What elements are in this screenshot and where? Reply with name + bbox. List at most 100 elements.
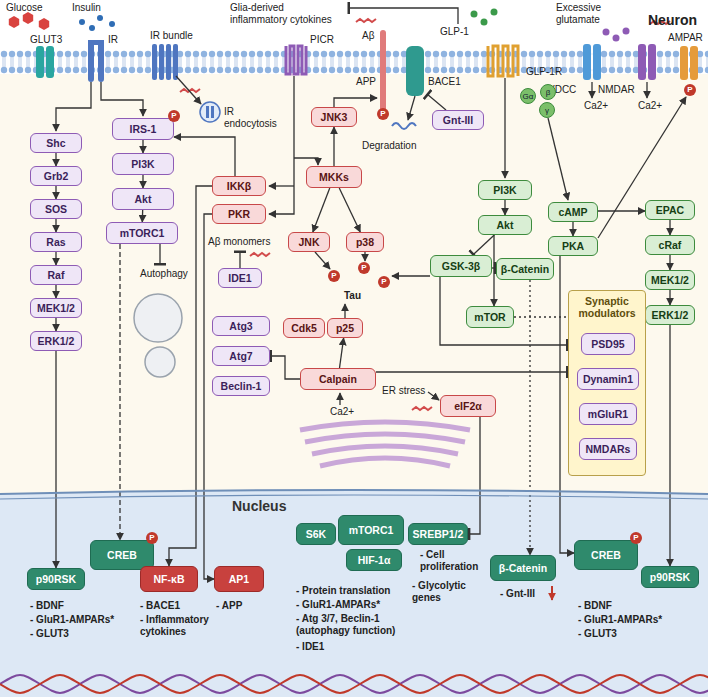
activation-connector — [119, 244, 120, 540]
signal-lines-part — [348, 8, 458, 24]
cell-membrane — [0, 50, 708, 74]
activation-connector — [333, 127, 334, 166]
activation-connector — [142, 210, 144, 222]
membrane-receptors-part — [159, 44, 164, 80]
node-text: Gnt-III — [443, 114, 473, 126]
pathway-protein-box: Gnt-III — [432, 110, 484, 130]
amyloid-fibrils-part — [250, 253, 270, 256]
activation-connector — [55, 186, 56, 199]
glp1-pathway-box: PKA — [548, 236, 598, 256]
activation-connector — [339, 188, 360, 232]
stress-kinase-box: MKKs — [306, 166, 362, 188]
gene-target-text: - Inflammatory cytokines — [140, 614, 212, 638]
organelles-part — [134, 294, 182, 342]
glp1-pathway-box: Akt — [478, 215, 532, 235]
cell-ground-part — [0, 0, 708, 50]
signal-lines-part — [315, 252, 330, 269]
stress-kinase-box: p25 — [327, 318, 363, 338]
glp1-pathway-box: cAMP — [548, 202, 598, 222]
gene-target-text: - GLUT3 — [578, 628, 617, 640]
node-text: Synaptic modulators — [569, 291, 645, 323]
node-text: p90RSK — [650, 571, 690, 583]
transcription-factor-box: β-Catenin — [490, 555, 556, 581]
ligands-part — [89, 25, 95, 31]
text-label: Glia-derived inflammatory cytokines — [230, 2, 342, 26]
text-label: BACE1 — [428, 76, 461, 88]
transcription-factor-box: SREBP1/2 — [408, 523, 469, 545]
node-text: Cdk5 — [291, 322, 317, 334]
glp1-pathway-box: ERK1/2 — [645, 305, 695, 325]
phospho-marker: P — [358, 262, 370, 274]
node-text: p25 — [336, 322, 354, 334]
signal-lines-part — [504, 78, 505, 178]
glp1-pathway-box: EPAC — [645, 200, 695, 220]
membrane-receptors-part — [206, 106, 209, 118]
signal-lines-part — [56, 82, 91, 131]
stress-kinase-box: JNK — [288, 232, 330, 252]
stress-kinase-box: Calpain — [300, 368, 376, 390]
activation-connector — [55, 351, 56, 568]
text-label: Ca2+ — [330, 406, 354, 418]
pathway-protein-box: IRS-1 — [112, 118, 174, 140]
signal-lines-part — [646, 82, 647, 98]
nuclear-envelope-inner — [0, 495, 708, 499]
signal-lines-part — [591, 82, 592, 98]
stress-kinase-box: IKKβ — [212, 176, 266, 196]
phospho-marker: P — [146, 532, 158, 544]
signal-lines-part — [294, 158, 318, 165]
ligands-part — [39, 18, 49, 30]
node-text: EPAC — [656, 204, 684, 216]
node-text: IDE1 — [228, 272, 251, 284]
text-label: Aβ — [362, 30, 374, 42]
node-text: NF-κB — [154, 573, 185, 585]
membrane-receptors-part — [648, 44, 656, 80]
pathway-protein-box: IDE1 — [218, 268, 262, 288]
node-text: Beclin-1 — [221, 380, 262, 392]
stress-kinase-box: PKR — [212, 204, 266, 224]
text-label: Insulin — [72, 2, 101, 14]
ligands-part — [481, 19, 488, 26]
text-label: Ca2+ — [638, 100, 662, 112]
membrane-receptors-part — [166, 44, 171, 80]
signal-lines-part — [364, 252, 365, 261]
ligands-part — [603, 29, 610, 36]
ligands-part — [23, 12, 33, 24]
node-text: PSD95 — [591, 338, 624, 350]
text-label: IR endocytosis — [224, 106, 286, 130]
signal-lines — [56, 8, 686, 600]
glp1-pathway-box: mTOR — [466, 306, 514, 328]
pathway-protein-box: mGluR1 — [579, 403, 637, 425]
signal-lines-part — [551, 586, 553, 600]
stress-kinase-box: p38 — [346, 232, 384, 252]
transcription-factor-box: S6K — [296, 523, 336, 545]
node-text: Atg3 — [229, 320, 252, 332]
node-text: β-Catenin — [501, 263, 549, 275]
signal-lines-part — [176, 76, 201, 104]
node-text: Shc — [46, 137, 65, 149]
text-label: AMPAR — [668, 32, 703, 44]
node-text: GSK-3β — [442, 260, 481, 272]
signal-lines-part — [344, 304, 345, 318]
glp1-pathway-box: MEK1/2 — [645, 270, 695, 290]
g-protein-subunit: γ — [539, 102, 555, 118]
node-text: IRS-1 — [130, 123, 157, 135]
text-label: IR bundle — [150, 30, 193, 42]
activation-connector — [142, 175, 143, 188]
node-text: PI3K — [493, 184, 516, 196]
ligands-part — [471, 11, 478, 18]
gene-target-text: - GLUT3 — [30, 628, 69, 640]
transcription-factor-box: CREB — [574, 540, 638, 570]
pathway-protein-box: Beclin-1 — [212, 376, 270, 396]
text-label: GLUT3 — [30, 34, 62, 46]
amyloid-fibrils-part — [356, 19, 376, 22]
pathway-protein-box: Shc — [30, 133, 82, 153]
inflammatory-factor-box: AP1 — [214, 566, 264, 592]
pathway-protein-box: Raf — [30, 265, 82, 285]
node-text: mTOR — [474, 311, 505, 323]
gene-target-text: - GluR1-AMPARs* — [296, 599, 380, 611]
activation-connector — [493, 235, 494, 306]
text-label: NMDAR — [598, 84, 635, 96]
organelles-part — [300, 422, 470, 430]
text-label: PICR — [310, 34, 334, 46]
node-text: MKKs — [319, 171, 349, 183]
